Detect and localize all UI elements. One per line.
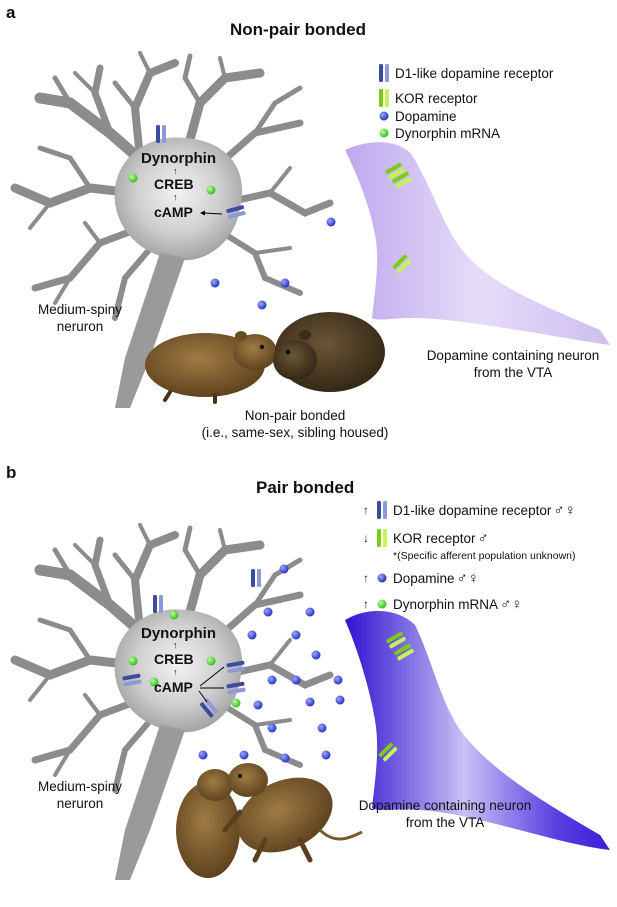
vta-neuron-b xyxy=(345,610,610,850)
legend-b-kor: ↓ KOR receptor ♂ xyxy=(361,528,489,548)
dopamine-dot-icon xyxy=(371,568,393,588)
signal-creb-a: CREB xyxy=(154,176,194,192)
panel-b-letter: b xyxy=(6,463,17,482)
dynorphin-mrna-dot xyxy=(206,185,216,195)
dynorphin-mrna-dot xyxy=(169,610,179,620)
msn-label-line: neruron xyxy=(56,319,104,334)
legend-label: KOR receptor xyxy=(393,530,476,546)
panel-a-artwork xyxy=(15,53,610,408)
signal-arrow-a2: ↑ xyxy=(173,192,178,202)
msn-label-line: Medium-spiny xyxy=(37,302,123,317)
legend-b-dynorphin: ↑ Dynorphin mRNA ♂♀ xyxy=(361,594,523,614)
vta-label-line: Dopamine containing neuron xyxy=(426,348,600,363)
legend-label: KOR receptor xyxy=(395,90,478,106)
legend-label: Dynorphin mRNA xyxy=(395,125,501,141)
panel-b-artwork xyxy=(15,525,610,880)
sex-symbol: ♂♀ xyxy=(553,501,576,519)
up-arrow-icon: ↑ xyxy=(363,571,369,585)
panel-b-title: Pair bonded xyxy=(256,478,355,497)
kor-footnote: *(Specific afferent population unknown) xyxy=(393,550,576,562)
dopamine-dot xyxy=(210,278,220,288)
signal-arrow-a1: ↑ xyxy=(173,166,178,176)
dynorphin-mrna-dot xyxy=(128,173,138,183)
sex-symbol: ♂♀ xyxy=(456,569,480,587)
caption-line: Non-pair bonded xyxy=(244,408,346,423)
vole-brown-a xyxy=(145,331,277,404)
caption-line: (i.e., same-sex, sibling housed) xyxy=(201,425,389,440)
up-arrow-icon: ↑ xyxy=(363,597,369,611)
vta-label-a: Dopamine containing neuron from the VTA xyxy=(418,347,608,381)
down-arrow-icon: ↓ xyxy=(363,531,369,545)
sex-symbol: ♂ xyxy=(477,529,489,547)
kor-receptor-icon xyxy=(371,528,393,548)
vta-label-line: from the VTA xyxy=(405,815,485,830)
dopamine-dot-icon xyxy=(373,106,395,126)
legend-label: D1-like dopamine receptor xyxy=(393,502,552,518)
legend-b-dopamine: ↑ Dopamine ♂♀ xyxy=(361,568,479,588)
dynorphin-dot-icon xyxy=(371,594,393,614)
vta-neuron-a xyxy=(345,142,610,345)
kor-receptor-icon xyxy=(373,88,395,108)
signaling-arrows-b xyxy=(198,666,225,703)
legend-a-kor: KOR receptor xyxy=(373,88,478,108)
up-arrow-icon: ↑ xyxy=(363,503,369,517)
legend-a-dopamine: Dopamine xyxy=(373,106,457,126)
legend-label: Dopamine xyxy=(393,570,455,586)
signal-arrow-b2: ↑ xyxy=(173,667,178,677)
msn-label-line: neruron xyxy=(56,796,104,811)
vta-label-b: Dopamine containing neuron from the VTA xyxy=(350,797,540,831)
d1-receptor-b1 xyxy=(153,595,163,613)
panel-a-letter: a xyxy=(6,3,16,22)
legend-a-d1: D1-like dopamine receptor xyxy=(373,63,553,83)
legend-b-d1: ↑ D1-like dopamine receptor ♂♀ xyxy=(361,500,576,520)
legend-a-dynorphin: Dynorphin mRNA xyxy=(373,123,500,143)
panel-a-title: Non-pair bonded xyxy=(230,20,366,39)
legend-label: Dynorphin mRNA xyxy=(393,596,499,612)
msn-label-a: Medium-spiny neruron xyxy=(20,301,140,335)
msn-label-b: Medium-spiny neruron xyxy=(20,778,140,812)
signal-camp-a: cAMP xyxy=(154,204,193,220)
vole-dark-a xyxy=(273,312,385,392)
vta-label-line: Dopamine containing neuron xyxy=(358,798,532,813)
dynorphin-mrna-dot xyxy=(231,698,241,708)
dynorphin-mrna-dot xyxy=(206,656,216,666)
signal-camp-b: cAMP xyxy=(154,679,193,695)
dynorphin-mrna-dot xyxy=(128,656,138,666)
signal-creb-b: CREB xyxy=(154,651,194,667)
dopamine-dot xyxy=(280,278,290,288)
d1-receptor-icon xyxy=(373,63,395,83)
signal-dynorphin-b: Dynorphin xyxy=(141,625,216,642)
dynorphin-dot-icon xyxy=(373,123,395,143)
caption-a: Non-pair bonded (i.e., same-sex, sibling… xyxy=(165,407,425,441)
d1-receptor-icon xyxy=(371,500,393,520)
msn-label-line: Medium-spiny xyxy=(37,779,123,794)
signal-arrow-b1: ↑ xyxy=(173,640,178,650)
sex-symbol: ♂♀ xyxy=(500,595,523,613)
d1-receptor-b2 xyxy=(251,569,261,587)
dopamine-dot xyxy=(326,217,336,227)
vta-label-line: from the VTA xyxy=(473,365,553,380)
voles-pair-b xyxy=(176,763,363,878)
legend-label: D1-like dopamine receptor xyxy=(395,65,554,81)
signal-dynorphin-a: Dynorphin xyxy=(141,150,216,167)
dopamine-dot xyxy=(257,300,267,310)
legend-label: Dopamine xyxy=(395,108,457,124)
